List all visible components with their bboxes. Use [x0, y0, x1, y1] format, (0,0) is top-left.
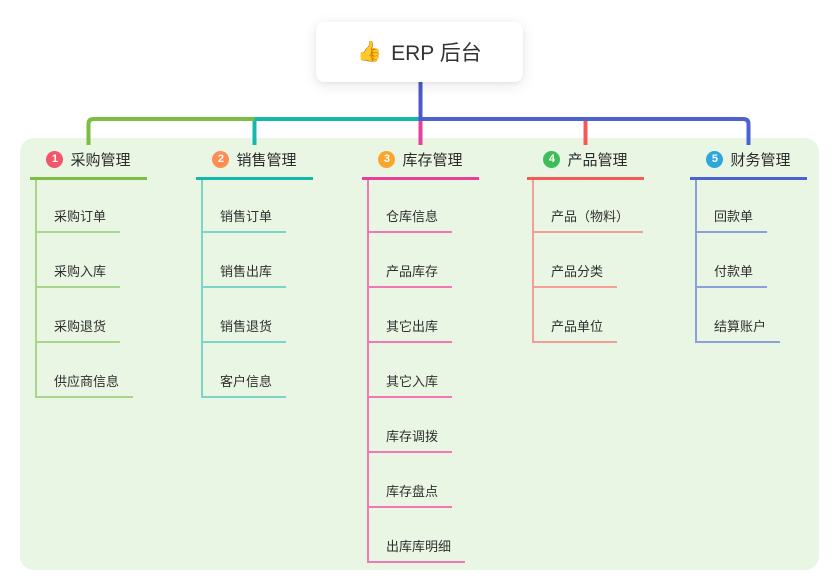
branch-number-badge: 5 [706, 151, 724, 168]
child-node[interactable]: 其它出库 [367, 313, 453, 343]
branch-label: 财务管理 [730, 152, 791, 169]
child-label: 结算账户 [714, 319, 767, 334]
child-node[interactable]: 产品（物料） [532, 203, 644, 233]
branch-number-badge: 2 [212, 151, 230, 168]
child-node[interactable]: 产品分类 [532, 258, 618, 288]
child-node[interactable]: 供应商信息 [35, 368, 134, 398]
child-label: 采购订单 [54, 209, 107, 224]
child-node[interactable]: 采购入库 [35, 258, 121, 288]
branch-header[interactable]: 1 采购管理 [30, 146, 147, 180]
child-label: 产品（物料） [551, 209, 630, 224]
branch-child-connector [201, 180, 203, 398]
child-node[interactable]: 采购退货 [35, 313, 121, 343]
root-label: ERP 后台 [391, 42, 482, 65]
child-label: 库存盘点 [386, 484, 439, 499]
child-label: 销售出库 [220, 264, 273, 279]
child-label: 仓库信息 [386, 209, 439, 224]
child-node[interactable]: 产品单位 [532, 313, 618, 343]
branch-label: 产品管理 [567, 152, 628, 169]
branch-label: 库存管理 [402, 152, 463, 169]
child-label: 销售订单 [220, 209, 273, 224]
branch-child-connector [532, 180, 534, 343]
child-label: 采购入库 [54, 264, 107, 279]
branch-child-connector [367, 180, 369, 563]
branch-label: 销售管理 [236, 152, 297, 169]
child-label: 其它入库 [386, 374, 439, 389]
child-node[interactable]: 出库库明细 [367, 533, 466, 563]
branch-header[interactable]: 5 财务管理 [690, 146, 807, 180]
child-label: 库存调拨 [386, 429, 439, 444]
branches-panel [20, 138, 819, 570]
child-node[interactable]: 销售退货 [201, 313, 287, 343]
thumbs-up-icon: 👍 [357, 41, 383, 63]
child-label: 付款单 [714, 264, 754, 279]
child-node[interactable]: 产品库存 [367, 258, 453, 288]
child-label: 供应商信息 [54, 374, 120, 389]
child-label: 采购退货 [54, 319, 107, 334]
child-label: 出库库明细 [386, 539, 452, 554]
branch-header[interactable]: 3 库存管理 [362, 146, 479, 180]
branch-number-badge: 4 [543, 151, 561, 168]
child-node[interactable]: 仓库信息 [367, 203, 453, 233]
child-label: 产品分类 [551, 264, 604, 279]
child-label: 客户信息 [220, 374, 273, 389]
child-node[interactable]: 库存盘点 [367, 478, 453, 508]
child-label: 产品库存 [386, 264, 439, 279]
child-node[interactable]: 销售订单 [201, 203, 287, 233]
branch-header[interactable]: 4 产品管理 [527, 146, 644, 180]
branch-child-connector [35, 180, 37, 398]
child-node[interactable]: 库存调拨 [367, 423, 453, 453]
child-node[interactable]: 销售出库 [201, 258, 287, 288]
child-node[interactable]: 付款单 [695, 258, 768, 288]
branch-number-badge: 3 [378, 151, 396, 168]
child-node[interactable]: 回款单 [695, 203, 768, 233]
branch-number-badge: 1 [46, 151, 64, 168]
branch-header[interactable]: 2 销售管理 [196, 146, 313, 180]
child-node[interactable]: 客户信息 [201, 368, 287, 398]
branch-label: 采购管理 [70, 152, 131, 169]
branch-child-connector [695, 180, 697, 343]
root-node[interactable]: 👍 ERP 后台 [316, 22, 523, 82]
child-node[interactable]: 结算账户 [695, 313, 781, 343]
child-label: 销售退货 [220, 319, 273, 334]
child-label: 回款单 [714, 209, 754, 224]
child-node[interactable]: 其它入库 [367, 368, 453, 398]
child-label: 产品单位 [551, 319, 604, 334]
child-node[interactable]: 采购订单 [35, 203, 121, 233]
child-label: 其它出库 [386, 319, 439, 334]
